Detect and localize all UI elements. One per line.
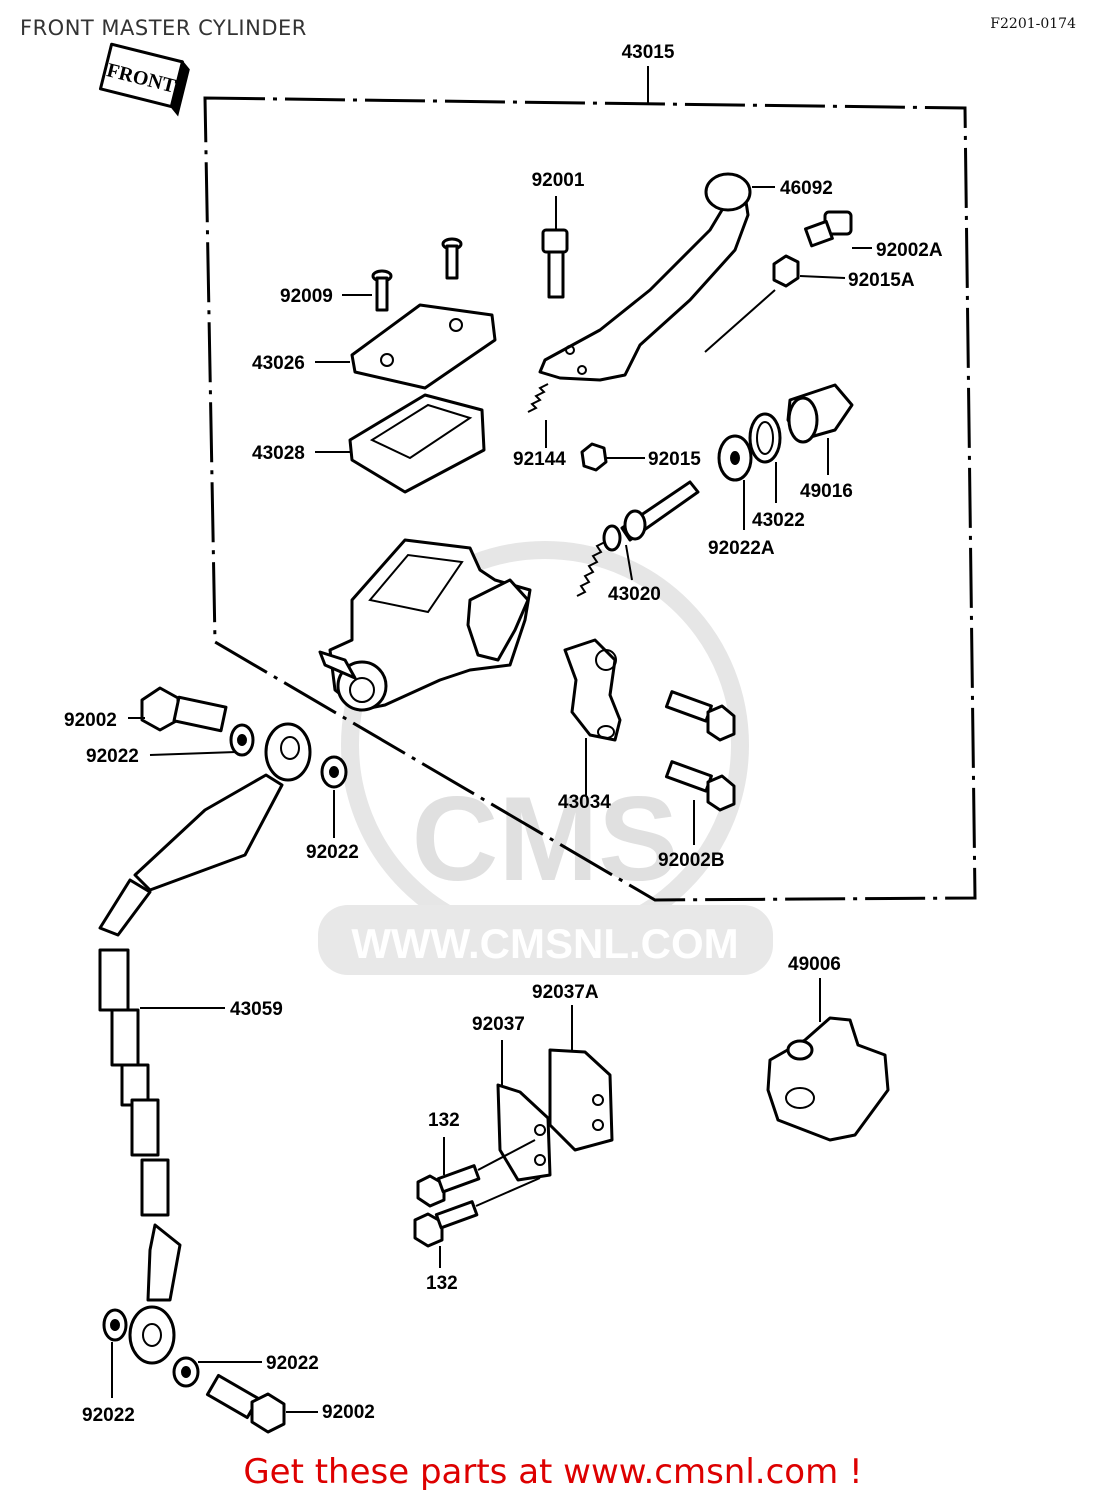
callout-43020: 43020: [608, 584, 661, 605]
callout-92144: 92144: [513, 449, 566, 470]
washer-92022-bottom-right: [172, 1356, 262, 1388]
banjo-bolt-bottom: [205, 1373, 318, 1434]
reservoir-cap: [315, 303, 497, 390]
callout-92002-top: 92002: [64, 710, 117, 731]
callout-92015: 92015: [648, 449, 701, 470]
assembly-frame: [203, 96, 977, 902]
hose-bracket-92037a: [548, 1005, 614, 1152]
pivot-nut: [580, 442, 645, 472]
callout-92022-b: 92022: [306, 842, 359, 863]
washer-92022-top-left: [149, 723, 255, 757]
watermark-url: WWW.CMSNL.COM: [351, 920, 738, 967]
callout-43034: 43034: [558, 792, 611, 813]
callout-92022a: 92022A: [708, 538, 775, 559]
callout-92002a: 92002A: [876, 240, 943, 261]
callout-43059: 43059: [230, 999, 283, 1020]
bracket-bolt-lower: [413, 1177, 541, 1268]
leader-lever-nut: [704, 289, 776, 353]
callout-92002b: 92002B: [658, 850, 725, 871]
piston-kit: [576, 480, 700, 597]
callout-92022-d: 92022: [82, 1405, 135, 1426]
callout-92002-bottom: 92002: [322, 1402, 375, 1423]
brake-lever: [538, 172, 752, 382]
callout-43026: 43026: [252, 353, 305, 374]
callout-46092: 46092: [780, 178, 833, 199]
pivot-bolt: [541, 196, 569, 299]
front-tag: FRONT: [98, 42, 190, 117]
washer-92022-bottom-left: [102, 1308, 128, 1398]
callout-43015: 43015: [622, 42, 675, 63]
watermark-logo: CMS: [412, 772, 679, 906]
cap-screws: [342, 237, 463, 312]
bracket-bolt-upper: [416, 1137, 536, 1208]
callout-49016: 49016: [800, 481, 853, 502]
callout-92022-c: 92022: [266, 1353, 319, 1374]
page-title: FRONT MASTER CYLINDER: [20, 16, 307, 40]
promo-banner[interactable]: Get these parts at www.cmsnl.com !: [243, 1452, 863, 1492]
callout-92009: 92009: [280, 286, 333, 307]
washer-92022a: [717, 434, 753, 530]
callout-92022-a: 92022: [86, 746, 139, 767]
lever-spring: [527, 383, 549, 448]
callout-43022: 43022: [752, 510, 805, 531]
callout-43028: 43028: [252, 443, 305, 464]
hose-bracket-92037: [496, 1040, 552, 1182]
callout-92015a: 92015A: [848, 270, 915, 291]
callout-132-a: 132: [428, 1110, 460, 1131]
circlip: [748, 412, 782, 503]
handlebar-clamp: [563, 638, 622, 795]
hose-guide-49006: [766, 978, 890, 1142]
master-cylinder-body: [318, 538, 532, 712]
washer-92022-top-right: [320, 755, 348, 838]
callout-92037a: 92037A: [532, 982, 599, 1003]
banjo-bolt-top: [128, 686, 228, 733]
brake-hose: [98, 722, 312, 1365]
lever-bolt: [804, 210, 872, 249]
callout-labels: 43015 92001 46092 92002A 92015A 92009 43…: [64, 42, 943, 1426]
diagram-code: F2201-0174: [990, 16, 1076, 32]
watermark: CMS WWW.CMSNL.COM: [318, 541, 773, 975]
callout-92001: 92001: [532, 170, 585, 191]
callout-49006: 49006: [788, 954, 841, 975]
lever-nut: [772, 254, 846, 288]
clamp-bolts: [664, 690, 736, 845]
dust-boot: [786, 383, 854, 475]
diaphragm: [315, 393, 486, 494]
callout-132-b: 132: [426, 1273, 458, 1294]
callout-92037: 92037: [472, 1014, 525, 1035]
